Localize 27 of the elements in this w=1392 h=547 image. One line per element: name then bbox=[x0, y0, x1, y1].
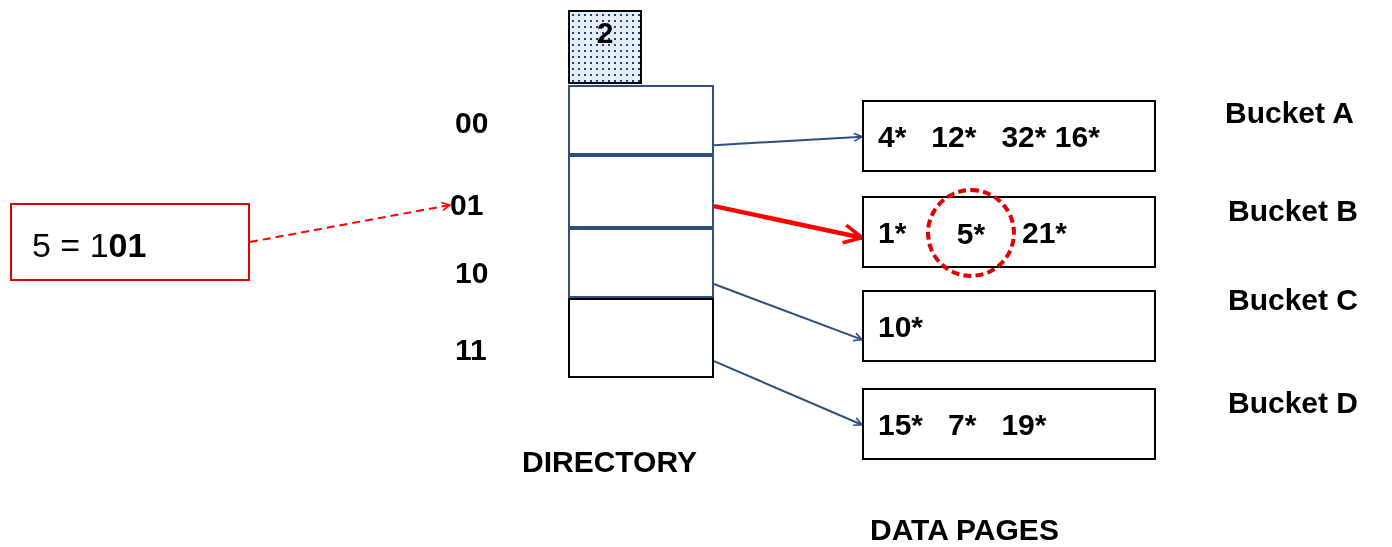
hash-bits-text: 01 bbox=[450, 188, 496, 222]
global-depth-box: 2 bbox=[568, 10, 642, 84]
arrow bbox=[713, 360, 863, 427]
directory-cell bbox=[568, 228, 714, 298]
arrow bbox=[713, 283, 863, 342]
caption-text: DIRECTORY bbox=[522, 447, 698, 477]
key-box: 5 = 101 bbox=[10, 203, 250, 281]
directory-cell bbox=[568, 298, 714, 378]
arrow bbox=[713, 132, 863, 147]
row-index: 11 bbox=[455, 335, 487, 365]
bucket-label: Bucket C bbox=[1228, 285, 1359, 315]
caption-text: DATA PAGES bbox=[870, 515, 1059, 545]
directory-cell bbox=[568, 85, 714, 155]
highlight-circle: 5* bbox=[926, 188, 1016, 278]
bucket-label: Bucket B bbox=[1228, 196, 1359, 226]
bucket-box: 4* 12* 32* 16* bbox=[862, 100, 1156, 172]
row-index: 10 bbox=[455, 258, 489, 288]
bucket-label: Bucket A bbox=[1225, 98, 1354, 128]
row-index: 00 bbox=[455, 108, 489, 138]
bucket-box: 10* bbox=[862, 290, 1156, 362]
directory-cell bbox=[568, 155, 714, 228]
bucket-box: 15* 7* 19* bbox=[862, 388, 1156, 460]
bucket-label: Bucket D bbox=[1228, 388, 1359, 418]
arrow bbox=[713, 203, 864, 245]
arrow bbox=[249, 201, 451, 243]
entry-text: 21* bbox=[1022, 218, 1068, 248]
entry-text: 1* bbox=[878, 218, 907, 248]
